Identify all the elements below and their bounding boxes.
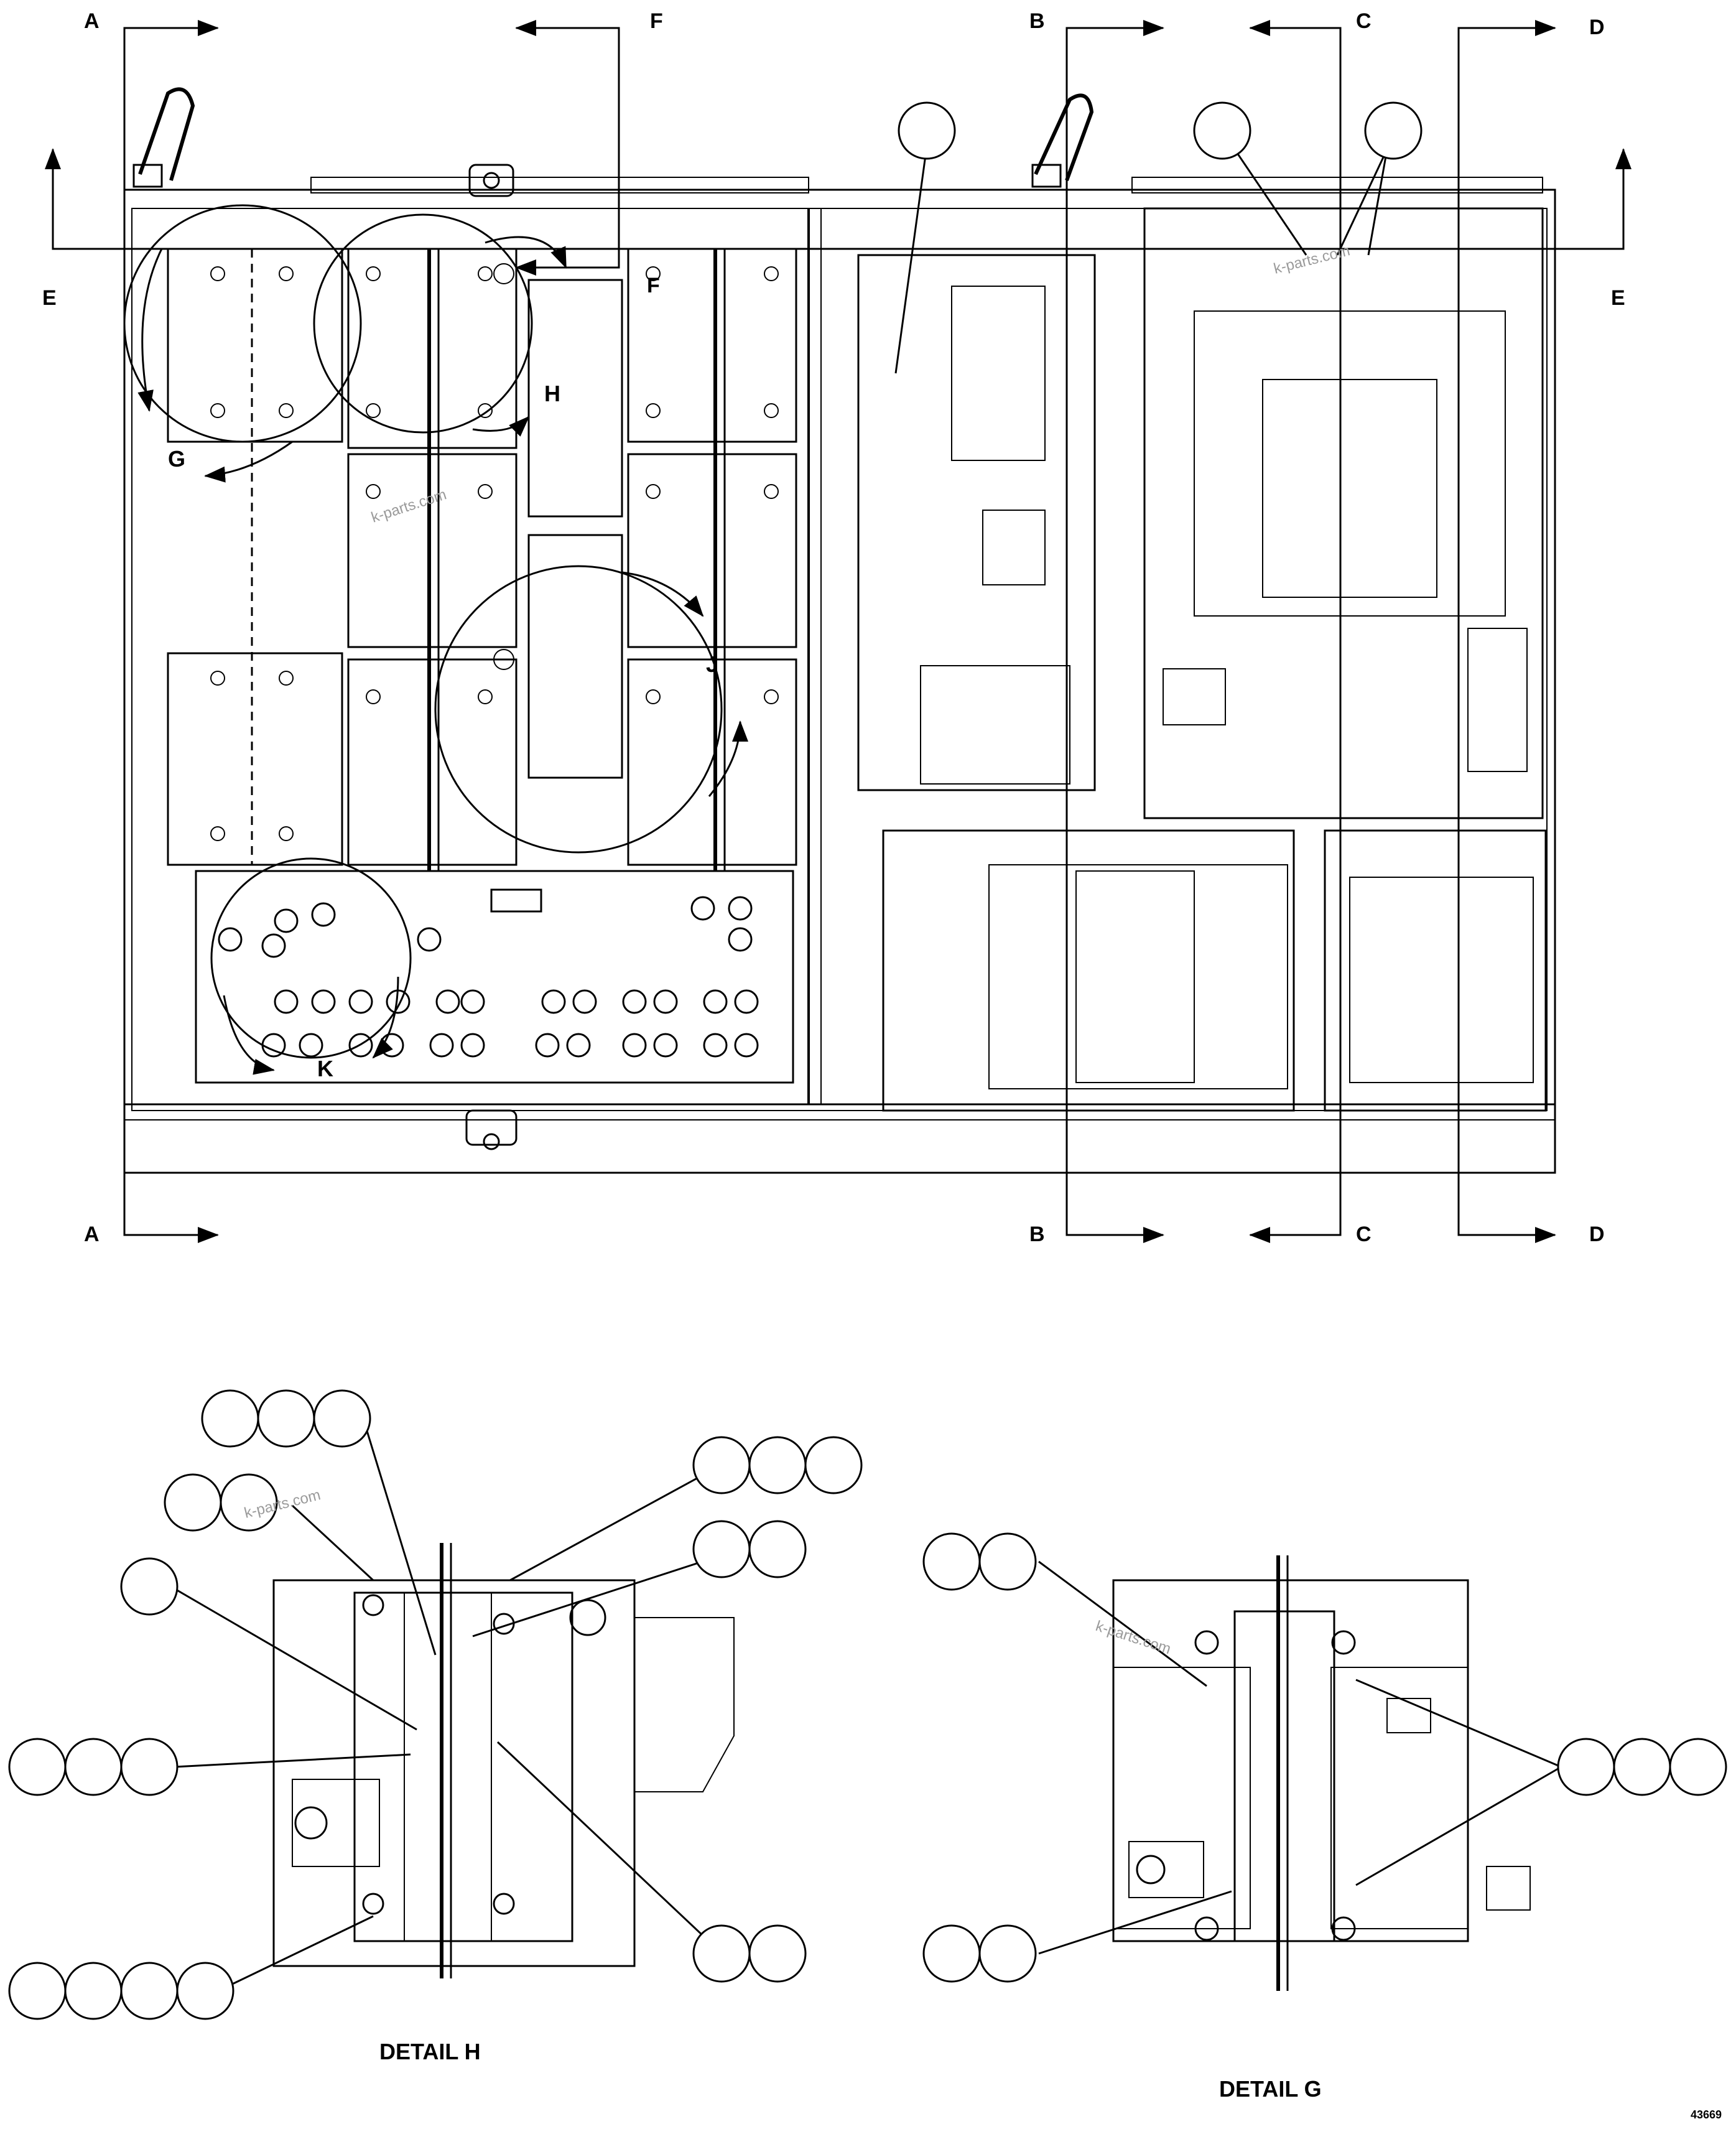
detail-g-circle	[123, 204, 362, 443]
callout-balloon	[898, 101, 956, 160]
detail-label-h: H	[544, 381, 560, 406]
detail-label-g: G	[168, 446, 185, 472]
detail-callouts	[123, 204, 748, 1075]
caption-detail-g: DETAIL G	[1219, 2076, 1322, 2102]
section-label-b: B	[1029, 1223, 1045, 1246]
detail-g-view	[1112, 1555, 1531, 1991]
detail-labels: G H J K	[168, 381, 718, 1081]
detail-label-j: J	[706, 651, 718, 677]
section-label-e: E	[42, 286, 57, 310]
bolt-pattern	[210, 263, 779, 841]
top-lug	[468, 164, 514, 197]
detail-g-balloons	[922, 1532, 1727, 1983]
section-labels: A A F F B B C C D D E E	[42, 9, 1625, 1246]
bottom-lug	[465, 1109, 518, 1146]
lifting-eye-right-icon	[1031, 93, 1094, 188]
right-bay	[857, 207, 1547, 1112]
reference-balloons-main	[894, 101, 1423, 374]
detail-h-balloons	[8, 1389, 863, 2020]
section-label-d: D	[1589, 16, 1605, 39]
section-label-c: C	[1356, 9, 1372, 33]
section-lines	[45, 20, 1632, 1243]
detail-label-k: K	[317, 1056, 333, 1081]
callout-balloon	[1193, 101, 1251, 160]
detail-k-circle	[210, 857, 412, 1059]
detail-h-view	[272, 1543, 735, 1978]
drawing-number: 43669	[1691, 2108, 1722, 2121]
section-label-f: F	[650, 9, 663, 33]
section-label-f: F	[647, 274, 660, 297]
section-label-d: D	[1589, 1223, 1605, 1246]
detail-h-circle	[313, 213, 533, 434]
capacitor-terminals	[218, 896, 759, 1058]
section-label-a: A	[84, 1223, 100, 1246]
lifting-eye-left-icon	[132, 87, 195, 188]
section-label-c: C	[1356, 1223, 1372, 1246]
section-label-e: E	[1611, 286, 1625, 310]
watermark: k-parts.com	[369, 486, 449, 526]
section-label-b: B	[1029, 9, 1045, 33]
detail-j-circle	[434, 565, 723, 854]
caption-detail-h: DETAIL H	[379, 2039, 481, 2064]
watermark: k-parts.com	[1093, 1618, 1173, 1657]
callout-balloon	[1364, 101, 1423, 160]
section-label-a: A	[84, 9, 100, 33]
